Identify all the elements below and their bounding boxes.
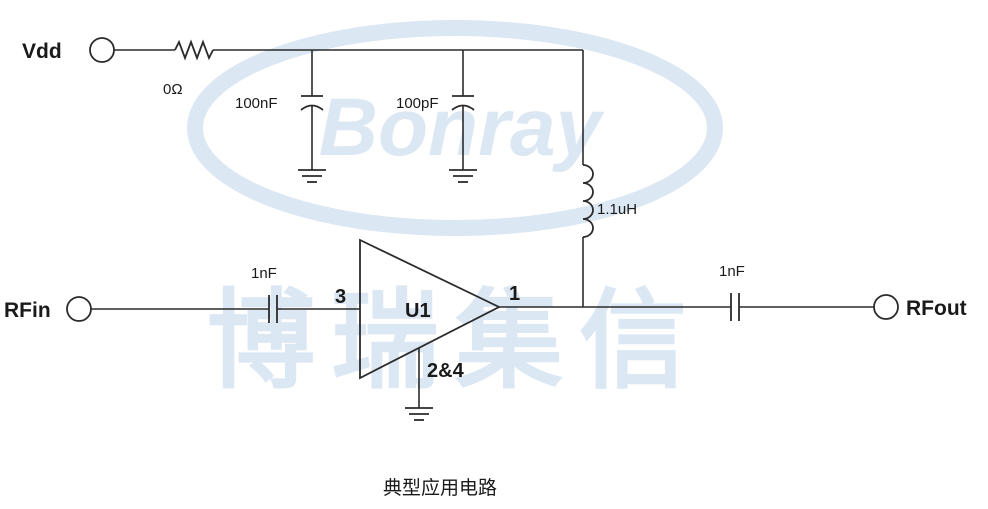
- watermark-brand-text: 博瑞集信: [207, 279, 703, 404]
- amplifier-u1: [359, 238, 502, 421]
- input-cap-label: 1nF: [251, 265, 277, 282]
- rf-input-path: [66, 295, 360, 323]
- resistor-label: 0Ω: [163, 81, 183, 98]
- vdd-rail: [89, 37, 583, 63]
- amplifier-ref-label: U1: [405, 300, 431, 322]
- amplifier-pin-in-label: 3: [335, 286, 346, 308]
- output-cap-label: 1nF: [719, 263, 745, 280]
- vdd-port-terminal: [89, 37, 115, 63]
- amplifier-pin-out-label: 1: [509, 283, 520, 305]
- bypass-capacitor-100nf: [298, 50, 326, 183]
- rfout-label: RFout: [906, 297, 967, 320]
- rf-output-path: [499, 293, 899, 321]
- watermark: Bonray 博瑞集信: [187, 20, 723, 404]
- amplifier-pin-gnd-label: 2&4: [427, 360, 465, 382]
- cap-100nf-label: 100nF: [235, 95, 278, 112]
- diagram-caption: 典型应用电路: [383, 477, 497, 499]
- bypass-capacitor-100pf: [449, 50, 477, 183]
- inductor-label: 1.1uH: [597, 201, 637, 218]
- rfin-label: RFin: [4, 299, 51, 322]
- rfout-port-terminal: [873, 294, 899, 320]
- watermark-logo-text: Bonray: [319, 82, 606, 173]
- cap-100pf-label: 100pF: [396, 95, 439, 112]
- resistor-symbol: [174, 39, 214, 61]
- vdd-label: Vdd: [22, 40, 62, 63]
- watermark-logo-ellipse: [187, 20, 723, 236]
- amplifier-triangle: [359, 238, 502, 380]
- rfin-port-terminal: [66, 296, 92, 322]
- inductor-symbol: [582, 50, 594, 307]
